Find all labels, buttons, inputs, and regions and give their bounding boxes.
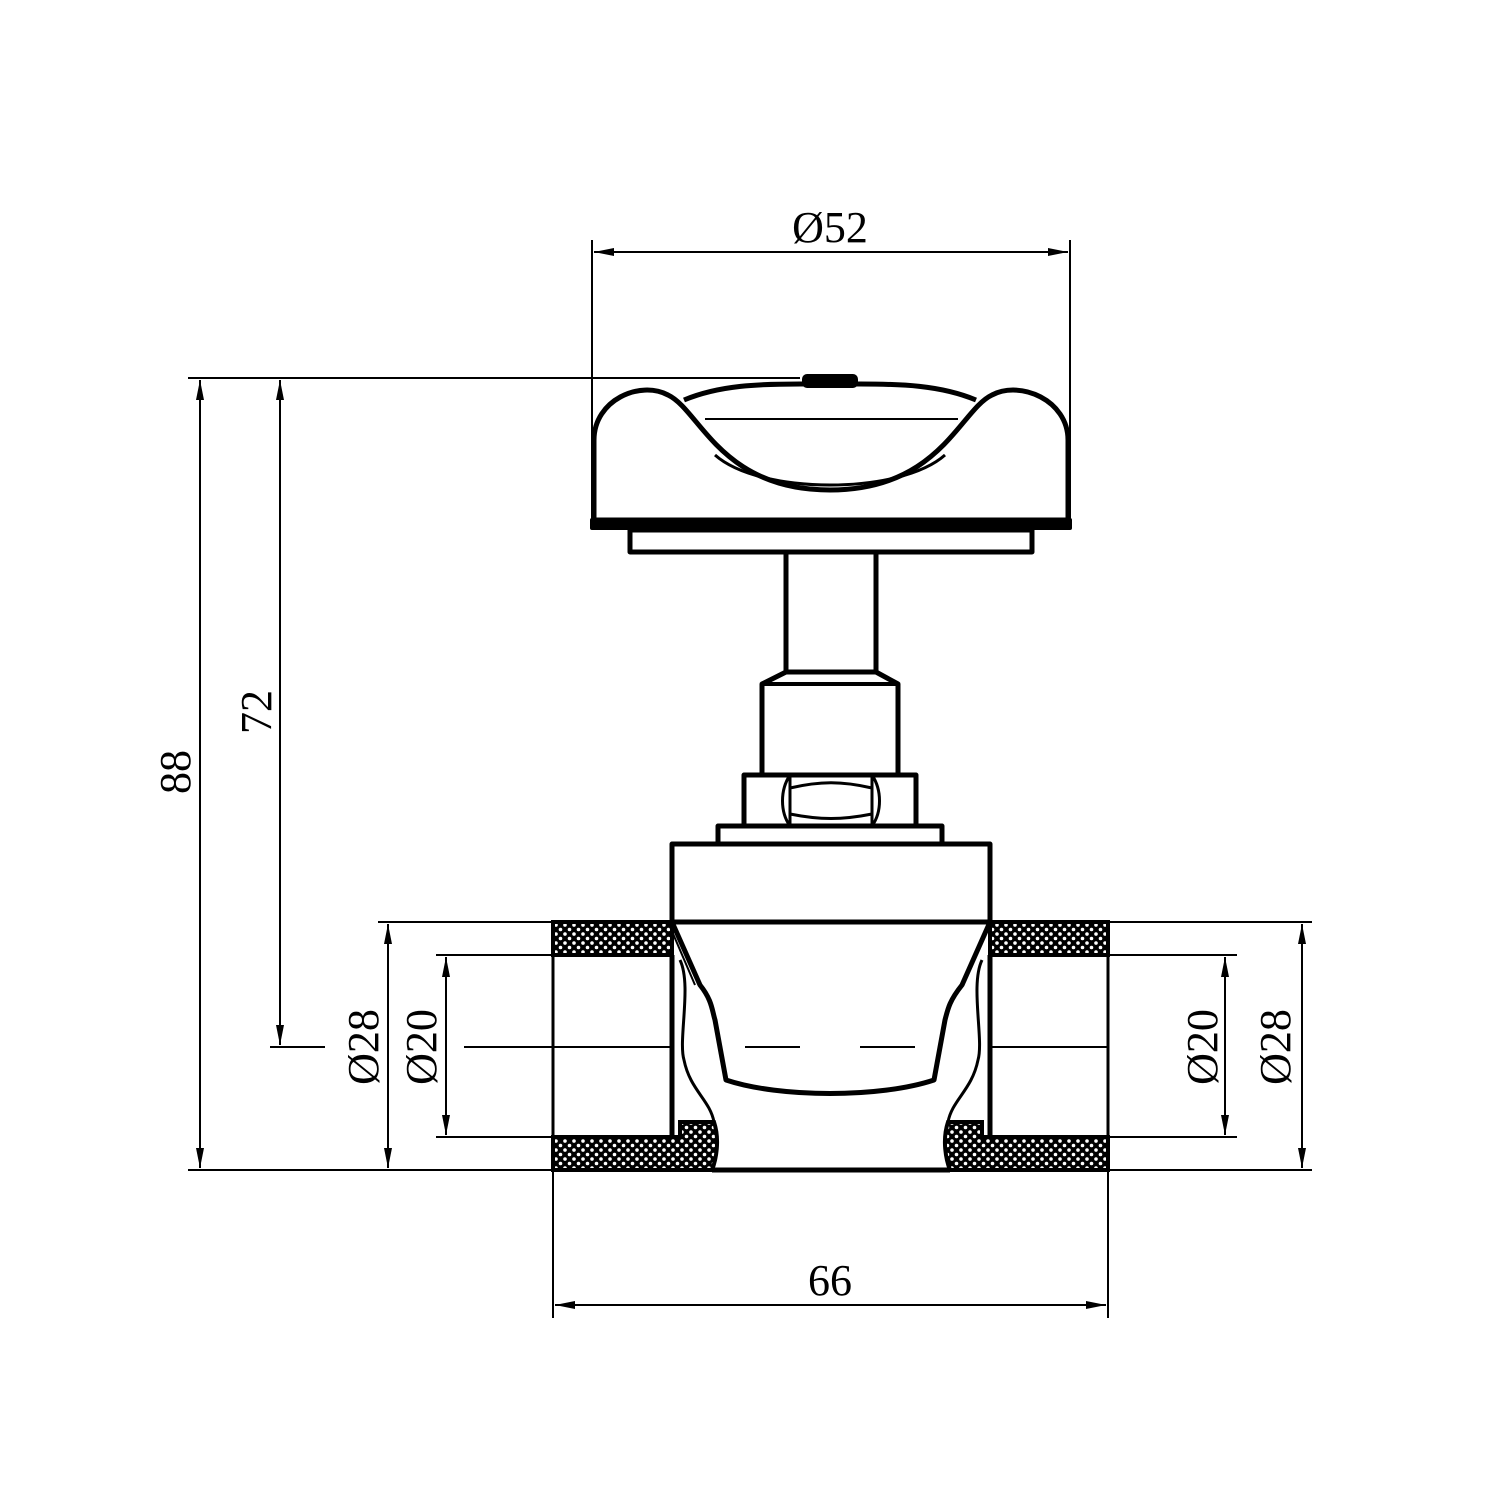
dimension-right-diameters: Ø20 Ø28 xyxy=(1108,921,1312,1171)
dim-label-axis-height: 72 xyxy=(232,690,281,734)
dim-label-length: 66 xyxy=(808,1256,852,1305)
dim-label-inner-diameter-left: Ø20 xyxy=(397,1009,446,1085)
dimension-length: 66 xyxy=(552,1170,1109,1318)
dim-label-handle-diameter: Ø52 xyxy=(792,203,868,252)
dimension-axis-height: 72 xyxy=(232,380,553,1048)
dimension-handle-diameter: Ø52 xyxy=(591,203,1071,525)
dimension-total-height: 88 xyxy=(151,377,800,1171)
handwheel xyxy=(590,374,1072,555)
valve-body xyxy=(551,841,1110,1173)
dim-label-total-height: 88 xyxy=(151,750,200,794)
valve-stem xyxy=(715,549,945,847)
dim-label-outer-diameter-left: Ø28 xyxy=(339,1009,388,1085)
dimension-left-diameters: Ø28 Ø20 xyxy=(339,921,553,1168)
dim-label-outer-diameter-right: Ø28 xyxy=(1251,1009,1300,1085)
dim-label-inner-diameter-right: Ø20 xyxy=(1178,1009,1227,1085)
